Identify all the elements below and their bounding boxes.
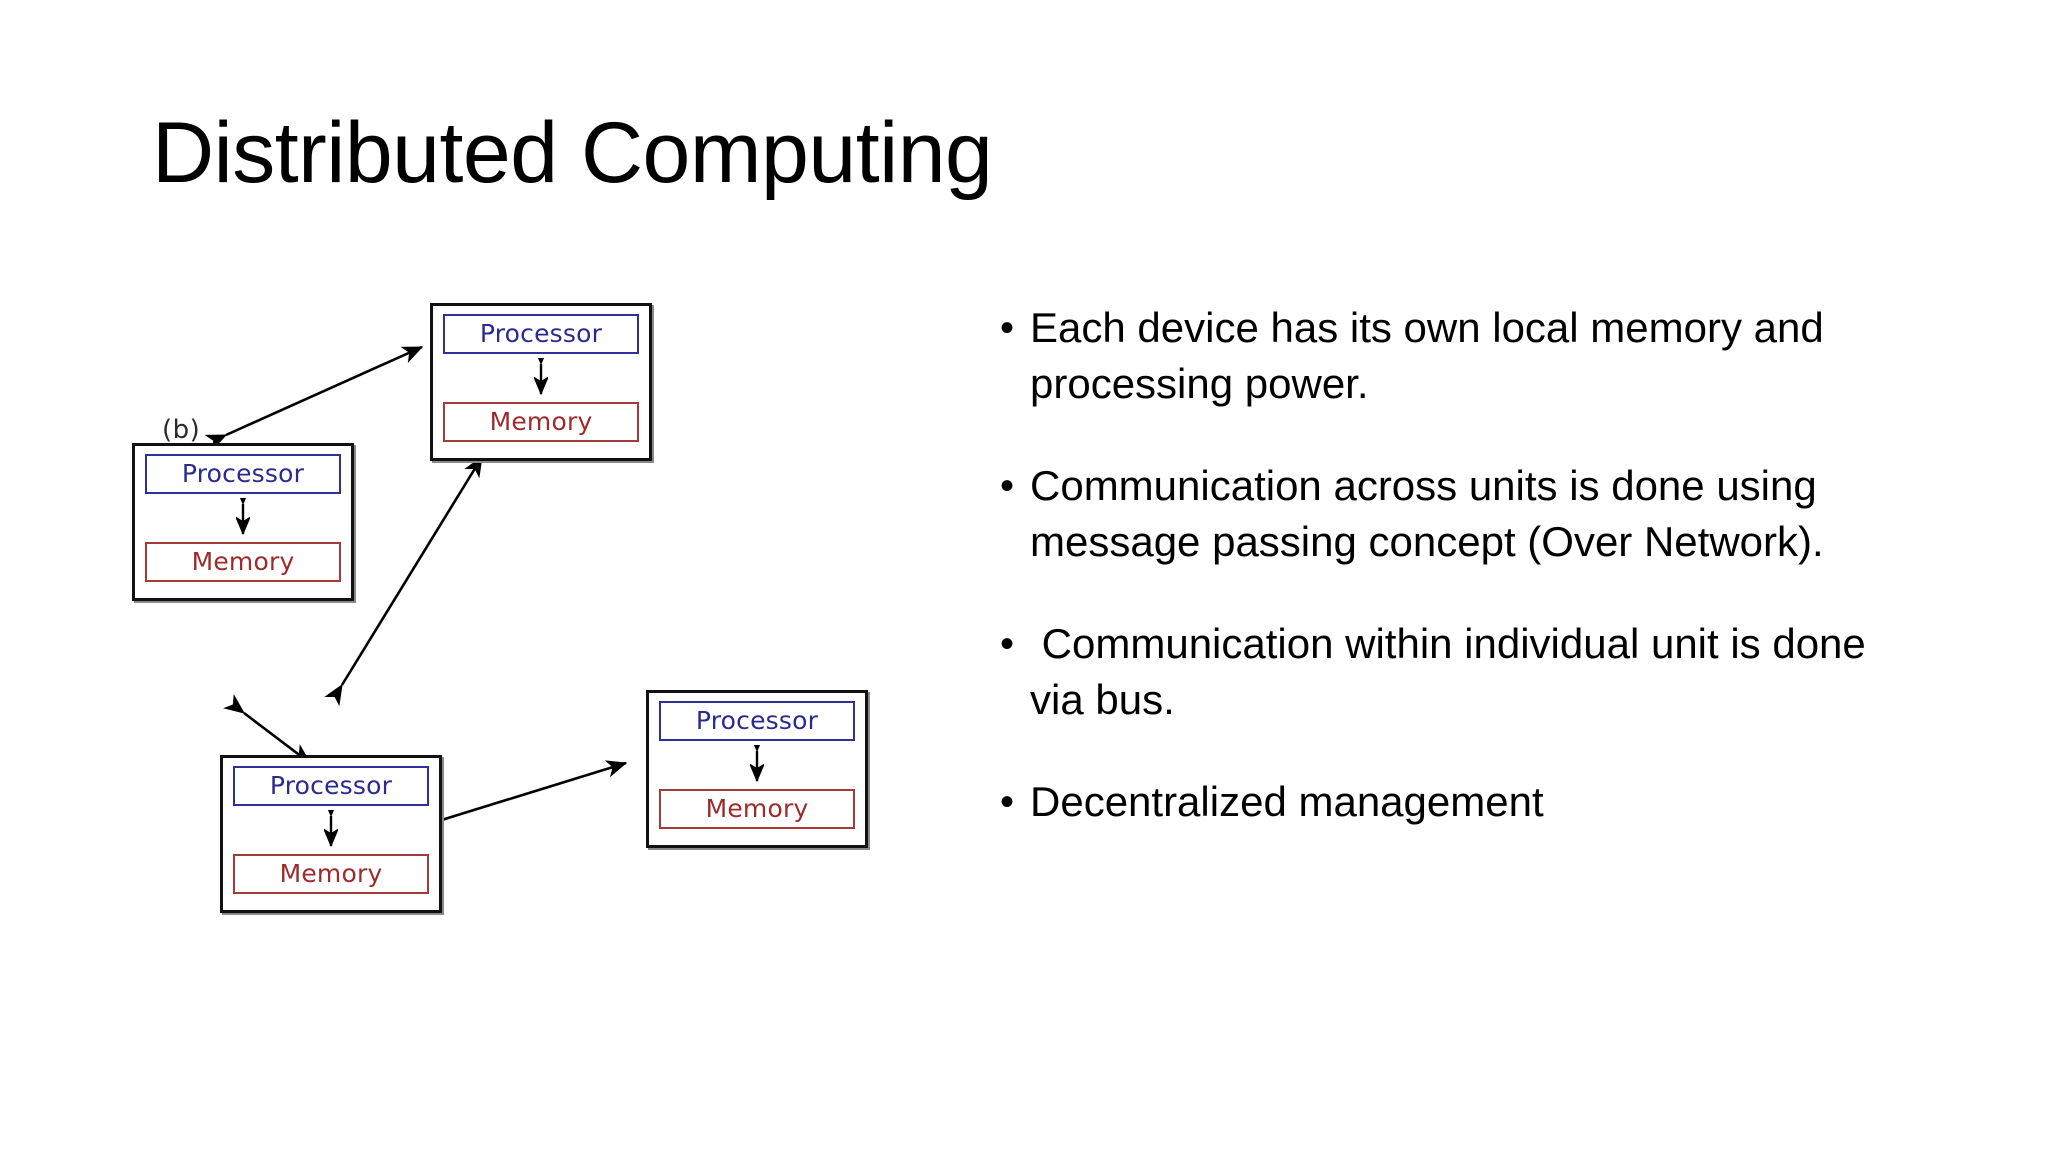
list-item: • Decentralized management bbox=[1000, 774, 1930, 830]
list-item: • Communication across units is done usi… bbox=[1000, 458, 1930, 570]
diagram-connectors bbox=[204, 345, 628, 846]
bullet-marker-icon: • bbox=[1000, 622, 1015, 666]
page-title: Distributed Computing bbox=[152, 105, 993, 201]
link-left-top bbox=[204, 345, 424, 452]
unit-node-top: Processor Memory bbox=[430, 303, 652, 461]
bullet-text: Communication across units is done using… bbox=[1030, 462, 1829, 565]
internal-bus-arrow bbox=[443, 354, 639, 402]
distributed-computing-diagram: (b) Processor Memory Processor Memory Pr… bbox=[120, 285, 920, 945]
bullet-marker-icon: • bbox=[1000, 464, 1015, 508]
bullet-text: Communication within individual unit is … bbox=[1030, 620, 1878, 723]
bullet-marker-icon: • bbox=[1000, 780, 1015, 824]
list-item: • Communication within individual unit i… bbox=[1000, 616, 1930, 728]
bullet-text: Decentralized management bbox=[1030, 778, 1544, 825]
memory-box: Memory bbox=[659, 789, 855, 829]
memory-box: Memory bbox=[443, 402, 639, 442]
processor-box: Processor bbox=[659, 701, 855, 741]
memory-box: Memory bbox=[145, 542, 341, 582]
figure-label: (b) bbox=[162, 415, 201, 445]
bullet-list: • Each device has its own local memory a… bbox=[1000, 300, 1930, 876]
internal-bus-arrow bbox=[659, 741, 855, 789]
unit-node-right: Processor Memory bbox=[646, 690, 868, 848]
unit-node-left: Processor Memory bbox=[132, 443, 354, 601]
processor-box: Processor bbox=[145, 454, 341, 494]
internal-bus-arrow bbox=[145, 494, 341, 542]
link-bottom-right bbox=[384, 760, 628, 846]
unit-node-bottom: Processor Memory bbox=[220, 755, 442, 913]
link-left-bottom bbox=[223, 694, 312, 765]
link-bottom-top bbox=[324, 455, 484, 707]
internal-bus-arrow bbox=[233, 806, 429, 854]
processor-box: Processor bbox=[233, 766, 429, 806]
bullet-marker-icon: • bbox=[1000, 306, 1015, 350]
list-item: • Each device has its own local memory a… bbox=[1000, 300, 1930, 412]
memory-box: Memory bbox=[233, 854, 429, 894]
processor-box: Processor bbox=[443, 314, 639, 354]
bullet-text: Each device has its own local memory and… bbox=[1030, 304, 1836, 407]
